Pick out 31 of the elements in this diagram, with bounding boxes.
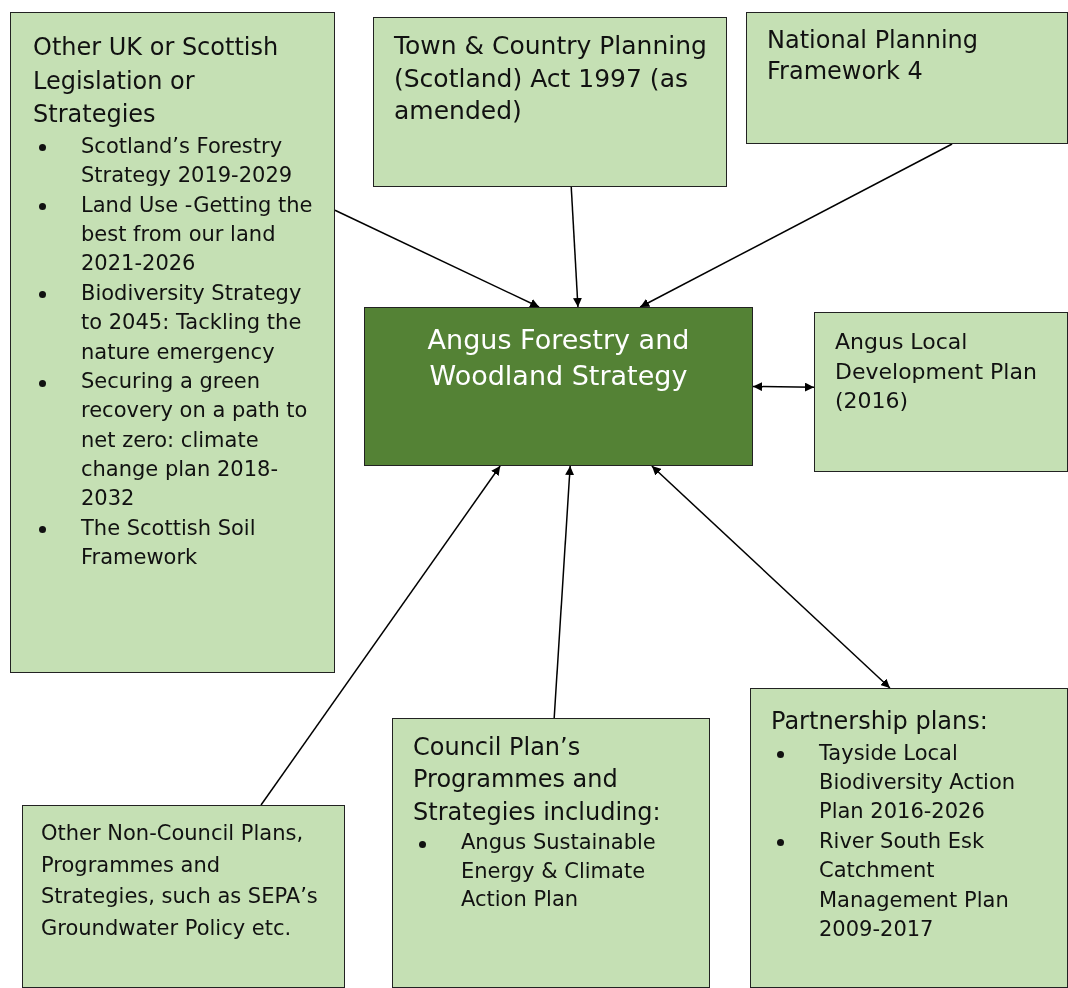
plan-box — [750, 688, 1068, 988]
arrow — [639, 143, 953, 308]
central-strategy-box — [364, 307, 753, 466]
plan-box — [746, 12, 1068, 144]
plan-box — [10, 12, 335, 673]
arrow — [553, 465, 575, 719]
box-heading: National Planning Framework 4 — [767, 25, 980, 88]
plan-box — [814, 312, 1068, 472]
strategy-title: Angus Forestry and Woodland Strategy — [426, 323, 691, 394]
arrow — [570, 186, 582, 308]
arrow — [752, 382, 815, 392]
bullet-item: Biodiversity Strategy to 2045: Tackling the nature emergency — [33, 278, 324, 367]
plan-box — [22, 805, 345, 988]
bullet-item: The Scottish Soil Framework — [33, 513, 324, 573]
bullet-item: Scotland’s Forestry Strategy 2019-2029 — [33, 131, 324, 191]
box-heading: Council Plan’s Programmes and Strategies including: — [413, 732, 662, 828]
box-heading: Other UK or Scottish Legislation or Strategies — [33, 32, 280, 131]
box-heading: Other Non-Council Plans, Programmes and Strategies, such as SEPA’s Groundwater Policy etc. — [41, 820, 319, 942]
plan-box — [392, 718, 710, 988]
arrow — [334, 209, 540, 308]
bullet-item: River South Esk Catchment Management Plan 2009-2017 — [771, 826, 1059, 945]
arrow — [651, 465, 891, 689]
bullet-item: Tayside Local Biodiversity Action Plan 2016-2026 — [771, 738, 1059, 827]
box-heading: Partnership plans: — [771, 706, 989, 737]
bullet-item: Land Use -Getting the best from our land 2021-2026 — [33, 190, 324, 279]
bullet-item: Securing a green recovery on a path to net zero: climate change plan 2018-2032 — [33, 366, 324, 514]
plan-box — [373, 17, 727, 187]
box-heading: Town & Country Planning (Scotland) Act 1997 (as amended) — [394, 30, 708, 127]
bullet-item: Angus Sustainable Energy & Climate Action Plan — [413, 828, 701, 914]
box-heading: Angus Local Development Plan (2016) — [835, 328, 1038, 416]
arrow — [260, 465, 501, 806]
